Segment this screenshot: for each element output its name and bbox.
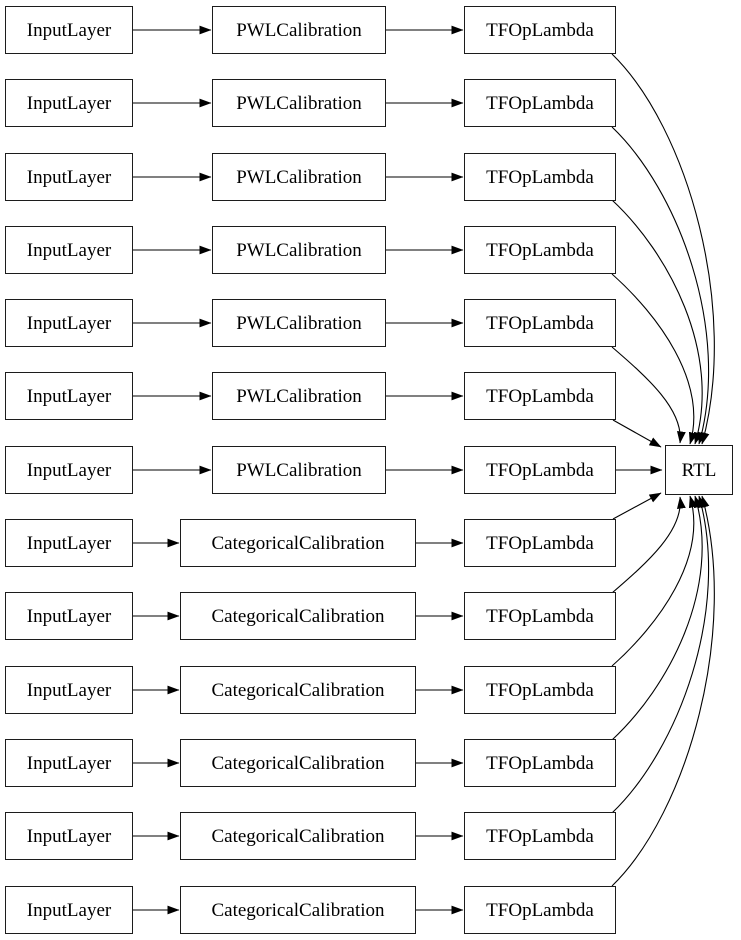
node-input_5: InputLayer <box>5 299 133 347</box>
node-input_3: InputLayer <box>5 153 133 201</box>
node-lambda_2: TFOpLambda <box>464 79 616 127</box>
node-input_11: InputLayer <box>5 739 133 787</box>
node-input_7: InputLayer <box>5 446 133 494</box>
node-lambda_10: TFOpLambda <box>464 666 616 714</box>
edge-lambda_12-to-rtl <box>611 495 710 814</box>
node-calib_1: PWLCalibration <box>212 6 386 54</box>
edge-lambda_3-to-rtl <box>611 199 703 445</box>
edge-lambda_2-to-rtl <box>611 126 710 445</box>
node-input_13: InputLayer <box>5 886 133 934</box>
node-lambda_1: TFOpLambda <box>464 6 616 54</box>
node-lambda_5: TFOpLambda <box>464 299 616 347</box>
node-input_9: InputLayer <box>5 592 133 640</box>
node-calib_8: CategoricalCalibration <box>180 519 416 567</box>
node-calib_13: CategoricalCalibration <box>180 886 416 934</box>
node-lambda_13: TFOpLambda <box>464 886 616 934</box>
node-input_12: InputLayer <box>5 812 133 860</box>
edge-lambda_5-to-rtl <box>611 346 686 444</box>
node-lambda_3: TFOpLambda <box>464 153 616 201</box>
node-calib_3: PWLCalibration <box>212 153 386 201</box>
node-rtl: RTL <box>665 445 733 495</box>
node-calib_11: CategoricalCalibration <box>180 739 416 787</box>
node-calib_12: CategoricalCalibration <box>180 812 416 860</box>
node-lambda_7: TFOpLambda <box>464 446 616 494</box>
node-input_10: InputLayer <box>5 666 133 714</box>
edge-lambda_6-to-rtl <box>612 419 662 448</box>
node-lambda_6: TFOpLambda <box>464 372 616 420</box>
node-calib_4: PWLCalibration <box>212 226 386 274</box>
node-calib_5: PWLCalibration <box>212 299 386 347</box>
edge-lambda_11-to-rtl <box>611 495 703 741</box>
node-input_4: InputLayer <box>5 226 133 274</box>
edge-lambda_9-to-rtl <box>611 496 686 594</box>
node-input_2: InputLayer <box>5 79 133 127</box>
node-lambda_4: TFOpLambda <box>464 226 616 274</box>
node-calib_2: PWLCalibration <box>212 79 386 127</box>
node-lambda_11: TFOpLambda <box>464 739 616 787</box>
node-lambda_9: TFOpLambda <box>464 592 616 640</box>
node-input_8: InputLayer <box>5 519 133 567</box>
edge-lambda_13-to-rtl <box>611 495 715 887</box>
edge-lambda_4-to-rtl <box>611 273 698 445</box>
edge-lambda_10-to-rtl <box>611 495 698 667</box>
node-calib_9: CategoricalCalibration <box>180 592 416 640</box>
node-calib_10: CategoricalCalibration <box>180 666 416 714</box>
node-lambda_8: TFOpLambda <box>464 519 616 567</box>
node-calib_7: PWLCalibration <box>212 446 386 494</box>
edge-lambda_8-to-rtl <box>612 492 662 520</box>
node-calib_6: PWLCalibration <box>212 372 386 420</box>
node-input_1: InputLayer <box>5 6 133 54</box>
node-lambda_12: TFOpLambda <box>464 812 616 860</box>
node-input_6: InputLayer <box>5 372 133 420</box>
edge-lambda_1-to-rtl <box>611 53 715 445</box>
